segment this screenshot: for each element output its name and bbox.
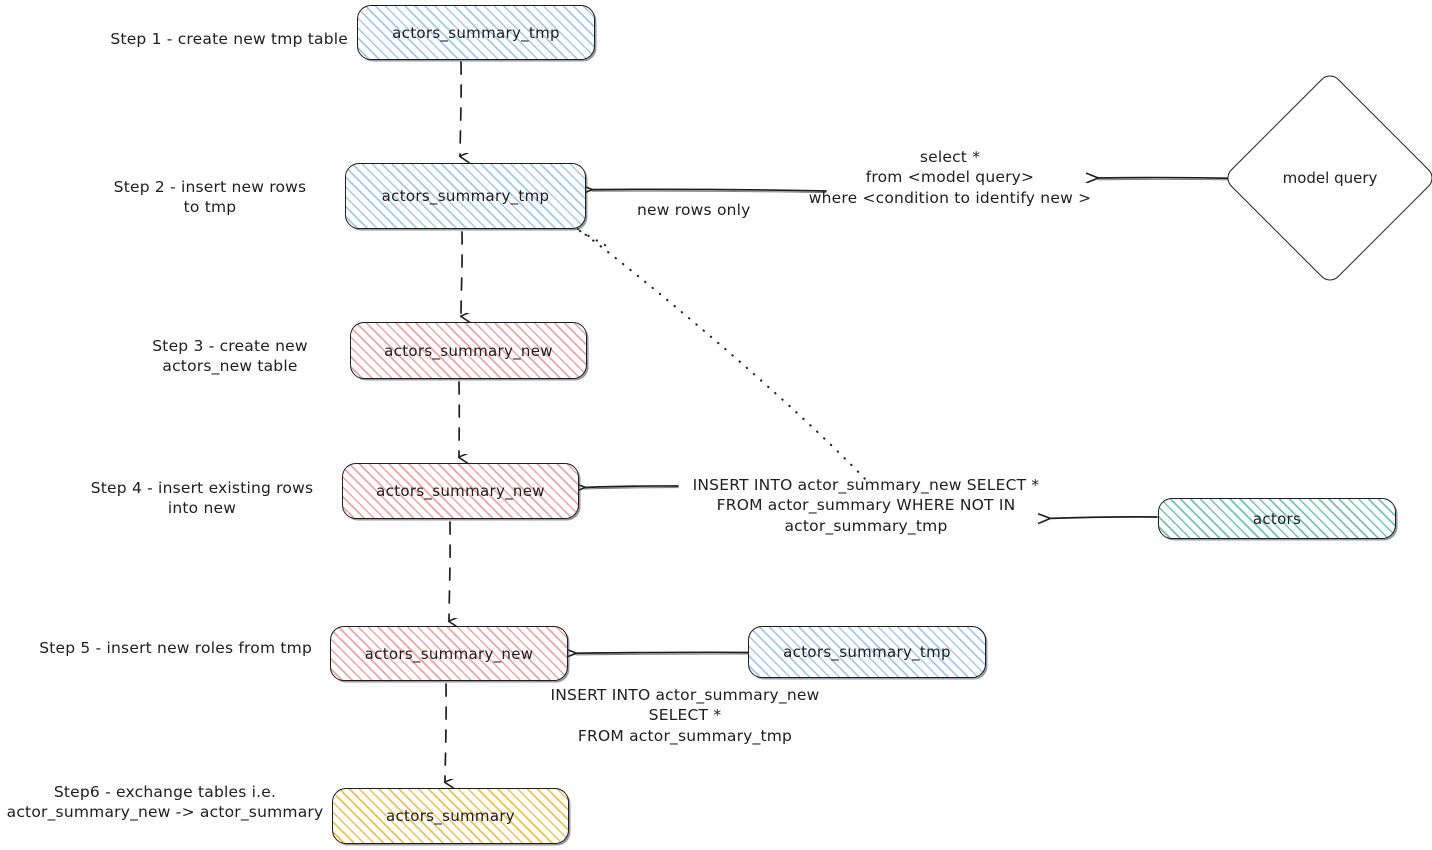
node-label: model query bbox=[1282, 169, 1378, 187]
flow-arrow-1-2 bbox=[460, 61, 461, 156]
step-3-label: Step 3 - create new actors_new table bbox=[152, 337, 308, 376]
step-5-label: Step 5 - insert new roles from tmp bbox=[39, 639, 312, 657]
node-actors[interactable]: actors bbox=[1158, 498, 1396, 539]
arrow-actors-to-sql bbox=[1050, 517, 1158, 519]
annotation-insert-existing-sql: INSERT INTO actor_summary_new SELECT * F… bbox=[692, 476, 1040, 535]
dotted-link-tmp-stub bbox=[579, 230, 609, 248]
node-label: actors_summary_new bbox=[364, 644, 534, 663]
node-actors-summary-step6[interactable]: actors_summary bbox=[332, 788, 569, 844]
node-label: actors_summary_tmp bbox=[392, 23, 560, 42]
node-label: actors bbox=[1252, 509, 1302, 528]
step-2-label: Step 2 - insert new rows to tmp bbox=[113, 178, 307, 217]
annotation-new-rows-only: new rows only bbox=[637, 201, 751, 219]
step-1-label: Step 1 - create new tmp table bbox=[110, 30, 348, 48]
arrow-sql-to-step4 bbox=[585, 486, 679, 487]
flow-arrow-2-3 bbox=[461, 231, 462, 316]
flow-arrow-4-5 bbox=[449, 521, 450, 621]
node-actors-summary-new-step4[interactable]: actors_summary_new bbox=[342, 463, 579, 519]
node-label: actors_summary_tmp bbox=[381, 187, 550, 205]
arrow-tmp-to-step5 bbox=[576, 652, 751, 653]
node-label: actors_summary bbox=[386, 807, 515, 825]
annotation-insert-new-roles-sql: INSERT INTO actor_summary_new SELECT * F… bbox=[550, 686, 820, 745]
step-6-label: Step6 - exchange tables i.e. actor_summa… bbox=[6, 783, 324, 822]
arrow-modelquery-to-sql bbox=[1098, 178, 1244, 179]
node-actors-summary-new-step3[interactable]: actors_summary_new bbox=[350, 322, 587, 379]
step-4-label: Step 4 - insert existing rows into new bbox=[90, 479, 314, 518]
flow-arrow-5-6 bbox=[445, 683, 446, 782]
node-model-query[interactable]: model query bbox=[1222, 70, 1432, 286]
node-label: actors_summary_tmp bbox=[783, 643, 951, 661]
node-label: actors_summary_new bbox=[384, 341, 553, 360]
node-actors-summary-tmp-step2[interactable]: actors_summary_tmp bbox=[345, 163, 586, 229]
node-actors-summary-tmp-side[interactable]: actors_summary_tmp bbox=[748, 626, 986, 678]
node-actors-summary-new-step5[interactable]: actors_summary_new bbox=[330, 626, 568, 681]
node-actors-summary-tmp-step1[interactable]: actors_summary_tmp bbox=[357, 5, 595, 60]
node-label: actors_summary_new bbox=[376, 482, 545, 500]
dotted-link-tmp-to-sql bbox=[577, 228, 868, 482]
annotation-model-query-sql: select * from <model query> where <condi… bbox=[808, 148, 1092, 207]
